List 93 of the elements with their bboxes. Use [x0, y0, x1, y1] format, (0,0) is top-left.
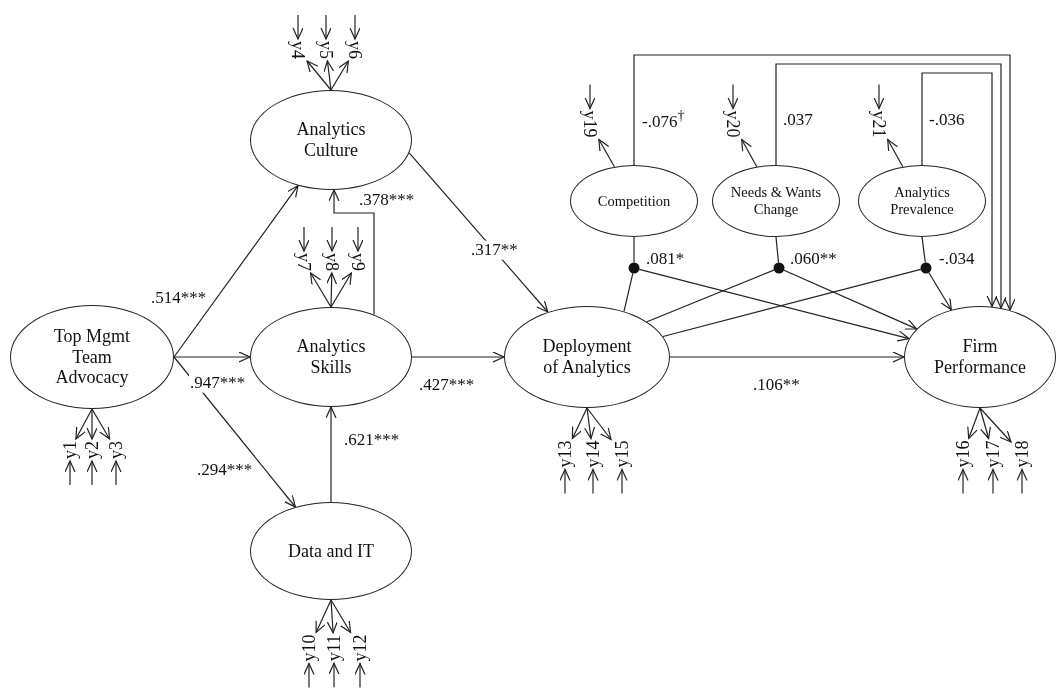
arrow: [173, 351, 251, 363]
arrow: [783, 269, 918, 330]
arrow: [559, 468, 571, 495]
arrow: [638, 268, 910, 342]
arrow: [775, 63, 1007, 309]
indicator-label: y12: [351, 634, 369, 662]
indicator-label: y11: [325, 634, 343, 662]
arrow: [967, 407, 981, 440]
arrow: [323, 60, 335, 91]
arrow: [326, 599, 338, 634]
arrow: [979, 407, 1012, 443]
indicator-label: y21: [870, 110, 888, 138]
arrow: [979, 407, 992, 440]
indicator-label: y2: [83, 441, 101, 459]
arrow: [292, 14, 304, 40]
arrow: [987, 468, 999, 495]
construct-name: Analytics Culture: [295, 119, 367, 161]
arrow: [349, 14, 361, 40]
construct-name: Top Mgmt Team Advocacy: [52, 325, 132, 389]
indicator-label: y10: [300, 634, 318, 662]
arrow: [325, 272, 338, 308]
path-coefficient: .317**: [470, 240, 519, 260]
arrow: [1016, 468, 1028, 495]
indicator-label: y17: [984, 440, 1002, 468]
arrow: [75, 408, 93, 440]
indicator-label: y3: [107, 441, 125, 459]
arrow: [298, 226, 310, 252]
connector-line: [775, 236, 780, 264]
connector-line: [646, 269, 775, 323]
arrow: [91, 408, 111, 440]
arrow: [411, 351, 505, 363]
arrow: [315, 599, 332, 634]
connector-line: [921, 236, 926, 264]
arrow: [328, 189, 375, 316]
arrow: [873, 83, 885, 110]
indicator-label: y18: [1013, 440, 1031, 468]
arrow: [669, 351, 905, 363]
arrow: [330, 60, 349, 91]
connector-line: [623, 272, 634, 312]
arrow: [584, 407, 596, 440]
arrow: [325, 406, 337, 503]
arrow: [957, 468, 969, 495]
arrow: [727, 83, 739, 110]
indicator-label: y14: [584, 440, 602, 468]
arrow: [86, 460, 98, 486]
indicator-label: y13: [556, 440, 574, 468]
arrow: [616, 468, 628, 495]
arrow: [586, 407, 612, 441]
indicator-label: y19: [581, 110, 599, 138]
construct-name: Analytics Skills: [295, 336, 367, 378]
arrow: [326, 226, 338, 252]
arrow: [328, 662, 340, 688]
construct-name: Firm Performance: [934, 336, 1026, 378]
path-coefficient: .947***: [189, 373, 247, 393]
indicator-label: y20: [724, 110, 742, 138]
arrow: [633, 54, 1016, 311]
arrow: [310, 272, 332, 308]
arrow: [173, 356, 296, 508]
arrow: [320, 14, 332, 40]
arrow: [64, 460, 76, 486]
arrow: [354, 662, 366, 689]
indicator-label: y7: [295, 253, 313, 271]
interaction-dot: [773, 262, 785, 274]
construct-name: Analytics Prevalence: [889, 184, 955, 218]
indicator-label: y4: [289, 41, 307, 59]
arrow: [921, 72, 998, 308]
arrow: [303, 662, 315, 689]
arrow: [928, 272, 952, 311]
arrow: [330, 272, 352, 308]
indicator-label: y15: [613, 440, 631, 468]
interaction-dot: [628, 262, 640, 274]
arrow: [587, 468, 599, 495]
indicator-label: y9: [349, 253, 367, 271]
arrow: [571, 407, 588, 440]
arrow: [408, 152, 549, 313]
arrow: [306, 60, 332, 91]
indicator-label: y5: [317, 41, 335, 59]
interaction-dot: [920, 262, 932, 274]
arrow: [584, 83, 596, 110]
indicator-label: y16: [954, 440, 972, 468]
construct-name: Deployment of Analytics: [541, 336, 633, 378]
arrow: [352, 226, 364, 252]
construct-name: Needs & Wants Change: [729, 184, 823, 218]
arrow: [173, 185, 299, 358]
construct-name: Competition: [597, 192, 671, 210]
indicator-label: y1: [61, 441, 79, 459]
indicator-label: y8: [323, 253, 341, 271]
connector-line: [633, 236, 635, 264]
arrow: [86, 408, 98, 440]
arrow: [110, 460, 122, 486]
indicator-label: y6: [346, 41, 364, 59]
construct-name: Data and IT: [288, 540, 374, 562]
arrow: [330, 599, 352, 634]
